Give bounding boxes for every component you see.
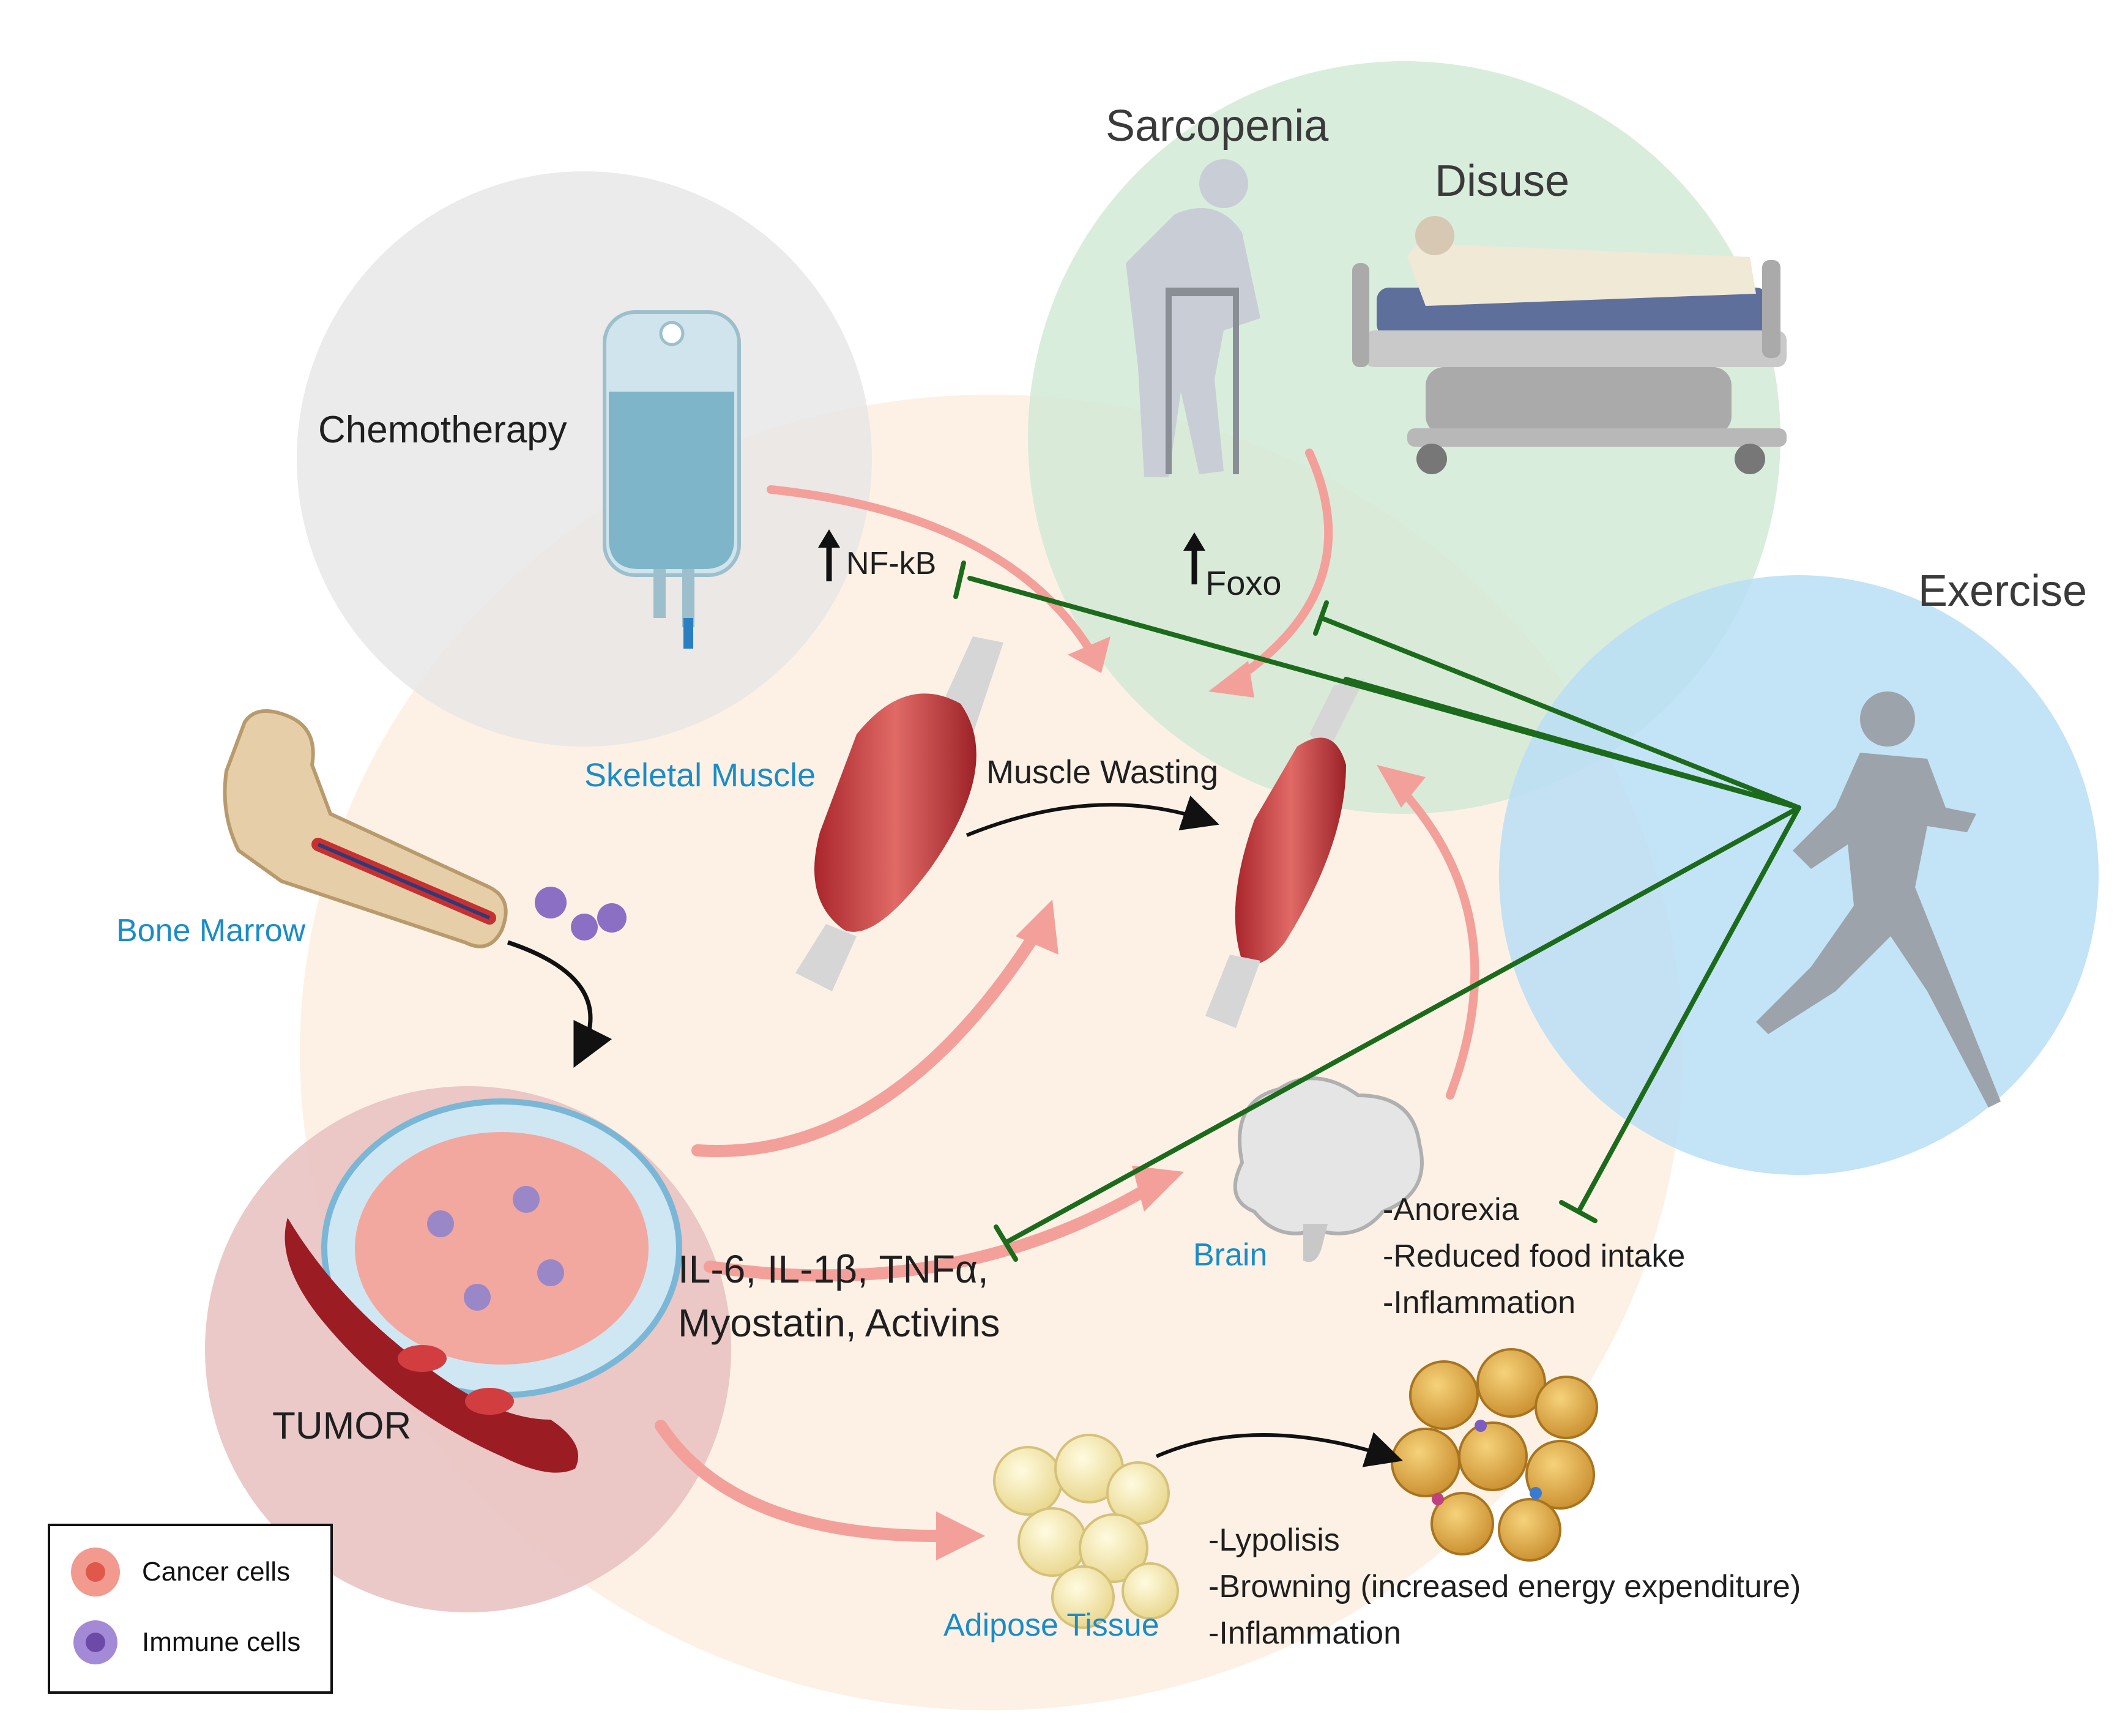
muscle-wasting-label: Muscle Wasting <box>986 754 1219 791</box>
legend-immune-cells-label: Immune cells <box>142 1627 301 1657</box>
inhibit-foxo-line <box>1319 616 1801 810</box>
legend-row-cancer: Cancer cells <box>65 1544 290 1600</box>
inhibit-foxo-bar <box>1313 600 1329 636</box>
cytokines-label-line1: IL-6, IL-1β, TNFα, <box>678 1247 989 1291</box>
muscle-to-exercise-line <box>1344 677 1801 810</box>
sarcopenia-to-muscle-arrow <box>1232 449 1333 684</box>
inhibit-nfkb-bar <box>953 561 966 599</box>
tumor-label: TUMOR <box>272 1405 412 1447</box>
adipose-tissue-label: Adipose Tissue <box>943 1607 1159 1643</box>
iv-bag-icon <box>603 310 741 649</box>
bone-to-tumor-arrow <box>507 940 612 1068</box>
brown-fat-icon <box>1391 1348 1598 1562</box>
cancer-cell-icon <box>71 1548 120 1596</box>
immune-cell-icon <box>73 1620 117 1664</box>
skeletal-muscle-label: Skeletal Muscle <box>584 757 816 794</box>
up-arrow-icon <box>1183 532 1205 584</box>
legend-row-immune: Immune cells <box>65 1615 300 1670</box>
white-fat-icon <box>993 1434 1179 1629</box>
muscle-icon <box>795 636 1003 991</box>
hospital-bed-icon <box>1352 216 1787 474</box>
adipose-effect-item: -Browning (increased energy expenditure) <box>1208 1568 1801 1604</box>
immune-cell-icon <box>535 887 627 941</box>
adipose-effects-list: -Lypolisis -Browning (increased energy e… <box>1208 1518 1801 1657</box>
brain-effects-list: -Anorexia -Reduced food intake -Inflamma… <box>1383 1187 1685 1327</box>
adipose-effect-item: -Lypolisis <box>1208 1522 1340 1558</box>
legend: Cancer cells Immune cells <box>48 1524 333 1694</box>
brain-effect-item: -Reduced food intake <box>1383 1238 1686 1274</box>
brain-effect-item: -Anorexia <box>1383 1192 1519 1227</box>
elderly-walker-icon <box>1126 159 1260 477</box>
chemotherapy-label: Chemotherapy <box>318 409 567 451</box>
inhibit-brain-effects-bar <box>1559 1200 1598 1223</box>
muscle-wasting-arrow <box>965 795 1219 837</box>
inhibit-cytokines-bar <box>994 1224 1018 1262</box>
adipose-effect-item: -Inflammation <box>1208 1615 1401 1651</box>
disuse-label: Disuse <box>1435 157 1570 206</box>
up-arrow-icon <box>818 529 840 581</box>
exercise-circle <box>1499 575 2099 1175</box>
exercise-inhibition-lines <box>953 561 1801 1262</box>
activation-arrowheads <box>936 636 1426 1560</box>
brain-label: Brain <box>1193 1237 1268 1273</box>
inhibit-cytokines-line <box>1004 805 1801 1245</box>
brain-effect-item: -Inflammation <box>1383 1284 1576 1321</box>
brain-icon <box>1233 1076 1424 1262</box>
tumor-to-adipose-arrow <box>655 1420 942 1542</box>
tumor-to-muscle-arrow <box>691 930 1040 1157</box>
muscle-icon <box>1205 679 1364 1028</box>
bone-marrow-label: Bone Marrow <box>116 913 306 948</box>
chemo-to-muscle-arrow <box>767 485 1093 653</box>
browning-arrow <box>1155 1432 1403 1467</box>
brain-to-muscle-arrow <box>1397 785 1479 1100</box>
legend-cancer-cells-label: Cancer cells <box>142 1557 291 1587</box>
tumor-icon <box>285 1098 682 1473</box>
inhibit-brain-effects-line <box>1576 805 1801 1214</box>
foxo-label: Foxo <box>1205 564 1282 602</box>
activation-arrows <box>655 449 1479 1542</box>
tumor-to-brain-arrow <box>704 1181 1156 1282</box>
sarcopenia-label: Sarcopenia <box>1106 102 1329 151</box>
exercise-label: Exercise <box>1918 567 2088 616</box>
chemotherapy-circle <box>297 171 872 747</box>
runner-icon <box>1756 691 2001 1108</box>
cytokines-label-line2: Myostatin, Activins <box>678 1301 1000 1345</box>
nfkb-label: NF-kB <box>846 546 937 581</box>
bone-icon <box>223 709 508 948</box>
